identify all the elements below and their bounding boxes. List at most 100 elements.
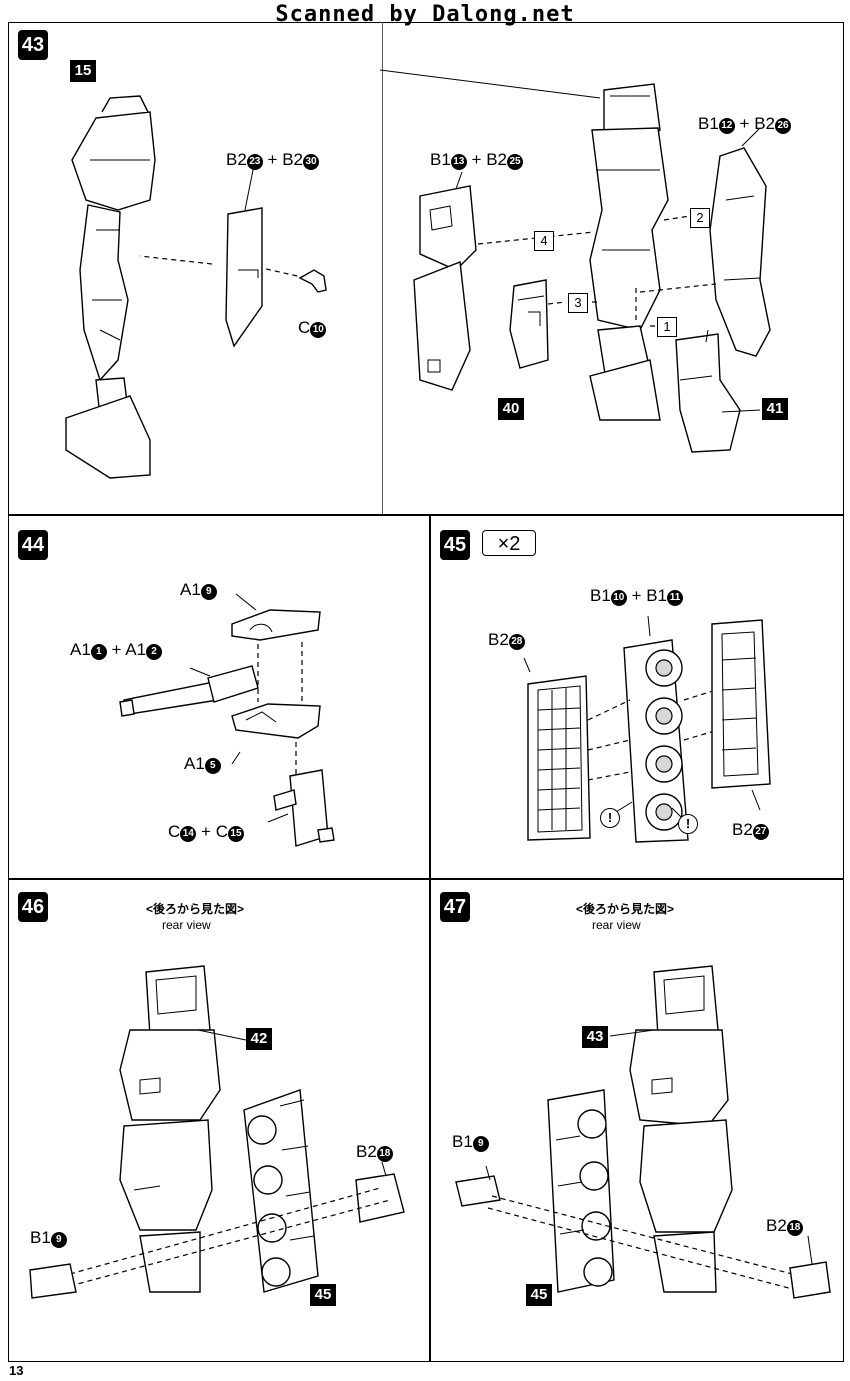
sequence-marker-4: 4	[534, 231, 554, 251]
part-number: 25	[507, 154, 523, 170]
track-frame-illustration	[711, 619, 771, 811]
part-runner: B2	[732, 820, 753, 839]
track-unit-illustration-47	[547, 1089, 615, 1293]
part-runner: B2	[488, 630, 509, 649]
part-number: 27	[752, 824, 769, 840]
callout-42: 42	[246, 1028, 272, 1050]
wheel-set-illustration	[623, 615, 689, 843]
front-armor-illustration	[413, 185, 477, 391]
plus-sign: +	[201, 822, 211, 841]
part-runner: B1	[30, 1228, 51, 1247]
part-runner: B1	[590, 586, 611, 605]
part-number: 12	[718, 118, 735, 134]
grip-part-illustration	[267, 769, 335, 847]
part-number: 9	[50, 1232, 67, 1248]
divider	[8, 514, 844, 516]
step-number-47: 47	[440, 892, 470, 922]
part-runner: A1	[70, 640, 91, 659]
sequence-marker-3: 3	[568, 293, 588, 313]
part-runner: A1	[184, 754, 205, 773]
callout-41: 41	[762, 398, 788, 420]
rear-leg-illustration-47	[629, 965, 733, 1293]
step-number-46: 46	[18, 892, 48, 922]
part-number: 2	[146, 644, 163, 660]
multiplier-badge: ×2	[482, 530, 536, 556]
divider	[429, 514, 431, 1362]
part-number: 28	[508, 634, 525, 650]
part-runner: B2	[766, 1216, 787, 1235]
part-runner: B2	[754, 114, 775, 133]
view-caption-jp: <後ろから見た図>	[146, 902, 245, 916]
sequence-marker-2: 2	[690, 208, 710, 228]
gun-barrel-illustration	[119, 665, 259, 717]
armor-plate-illustration	[225, 207, 263, 348]
callout-45: 45	[310, 1284, 336, 1306]
view-caption-jp: <後ろから見た図>	[576, 902, 675, 916]
caution-icon: !	[600, 808, 620, 828]
step-number-43: 43	[18, 30, 48, 60]
step-number-44: 44	[18, 530, 48, 560]
part-number: 18	[786, 1220, 803, 1236]
part-number: 18	[376, 1146, 393, 1162]
plus-sign: +	[267, 150, 278, 169]
shin-armor-illustration	[709, 127, 771, 357]
plus-sign: +	[111, 640, 122, 659]
page-number: 13	[9, 1363, 24, 1378]
part-number: 11	[667, 590, 683, 606]
step-number-45: 45	[440, 530, 470, 560]
part-number: 23	[246, 154, 263, 170]
view-caption-en: rear view	[592, 918, 641, 932]
callout-45: 45	[526, 1284, 552, 1306]
plus-sign: +	[631, 586, 642, 605]
part-number: 13	[450, 154, 467, 170]
part-runner: B1	[452, 1132, 473, 1151]
part-runner: B2	[486, 150, 507, 169]
track-unit-illustration-46	[243, 1089, 319, 1293]
part-number: 1	[90, 644, 107, 660]
sequence-marker-1: 1	[657, 317, 677, 337]
caution-icon: !	[678, 814, 698, 834]
part-runner: B1	[430, 150, 451, 169]
part-number: 26	[775, 118, 791, 134]
gun-base-illustration	[231, 703, 321, 765]
part-runner: B1	[646, 586, 667, 605]
part-runner: B2	[356, 1142, 377, 1161]
part-number: 10	[610, 590, 627, 606]
knee-part-illustration	[509, 279, 549, 369]
part-number: 14	[180, 826, 197, 842]
part-runner: C	[215, 822, 228, 841]
part-runner: B1	[698, 114, 719, 133]
rear-leg-illustration-46	[119, 965, 221, 1293]
part-runner: C	[298, 318, 311, 337]
part-number: 15	[227, 826, 244, 842]
part-number: 9	[200, 584, 217, 600]
callout-40: 40	[498, 398, 524, 420]
page-frame	[8, 22, 844, 1362]
gun-top-illustration	[231, 609, 321, 641]
part-number: 10	[310, 322, 327, 338]
plus-sign: +	[471, 150, 482, 169]
part-runner: B2	[282, 150, 303, 169]
part-number: 5	[204, 758, 221, 774]
ankle-part-illustration	[675, 329, 761, 453]
divider	[8, 878, 844, 880]
part-runner: A1	[125, 640, 147, 659]
plus-sign: +	[739, 114, 750, 133]
part-number: 30	[303, 154, 319, 170]
upper-leg-illustration	[589, 83, 669, 421]
